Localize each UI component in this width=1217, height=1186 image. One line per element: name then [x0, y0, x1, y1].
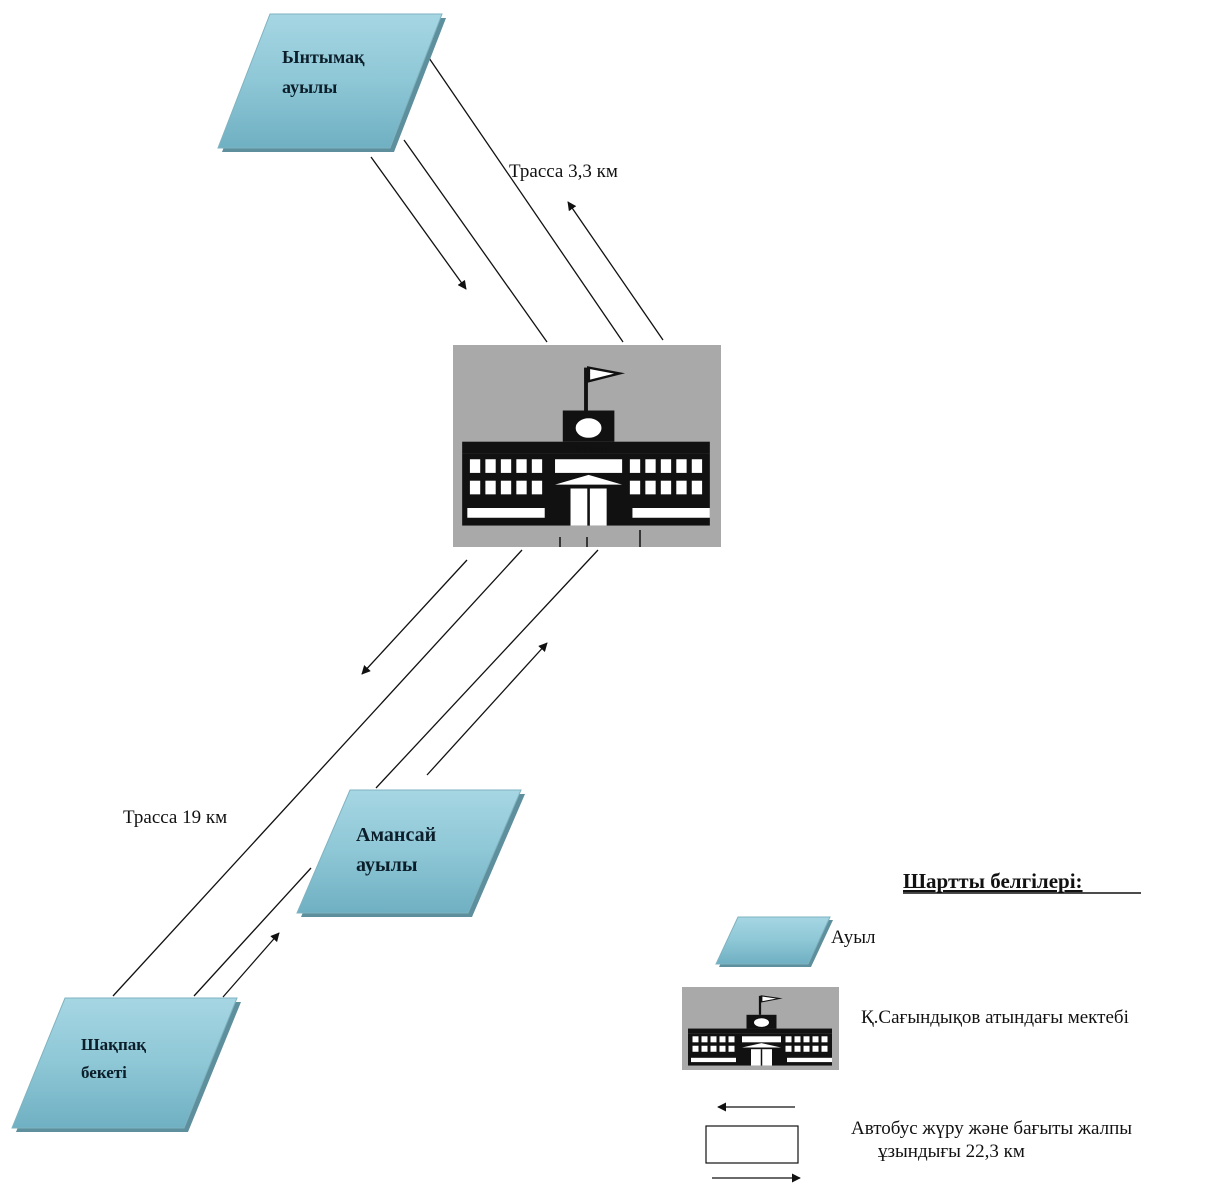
village-amansai: Амансай ауылы — [296, 789, 525, 917]
amansai-label-line1: Амансай — [356, 824, 436, 846]
legend-bus-label-line1: Автобус жүру және бағыты жалпы — [851, 1118, 1132, 1139]
road-line-north-1 — [428, 57, 624, 343]
arrow-to-school-south — [426, 642, 548, 776]
arrow-to-yntymak — [567, 201, 664, 341]
legend-village-symbol — [715, 916, 833, 967]
legend: Шартты белгілері: Ауыл Қ.Сағындықов атын… — [682, 869, 1141, 1183]
legend-school-symbol — [682, 987, 839, 1070]
road-line-north-2 — [403, 139, 548, 343]
legend-bus-label-line2: ұзындығы 22,3 км — [878, 1141, 1025, 1162]
arrow-to-school-north — [370, 156, 467, 290]
legend-bus-symbol — [705, 1102, 801, 1183]
shakpak-label-line2: бекеті — [81, 1063, 127, 1082]
legend-school-label: Қ.Сағындықов атындағы мектебі — [861, 1007, 1129, 1028]
school-building: Мектеп — [453, 345, 721, 547]
arrow-to-amansai — [222, 932, 280, 998]
school-sign-label: Мектеп — [576, 444, 607, 454]
road-line-south-2 — [375, 549, 599, 789]
legend-village-label: Ауыл — [831, 927, 876, 948]
yntymak-label-line2: ауылы — [282, 77, 337, 97]
road-line-south-1 — [112, 549, 523, 997]
road-line-south-3 — [193, 867, 312, 997]
legend-title: Шартты белгілері: — [903, 869, 1083, 893]
village-yntymak: Ынтымақ ауылы — [217, 13, 446, 152]
village-shakpak: Шақпақ бекеті — [11, 997, 241, 1132]
amansai-label-line2: ауылы — [356, 854, 418, 876]
yntymak-label-line1: Ынтымақ — [282, 47, 365, 67]
shakpak-label-line1: Шақпақ — [81, 1035, 146, 1054]
road-label-south: Трасса 19 км — [123, 807, 227, 828]
road-label-north: Трасса 3,3 км — [509, 161, 618, 182]
arrow-to-south — [361, 559, 468, 675]
